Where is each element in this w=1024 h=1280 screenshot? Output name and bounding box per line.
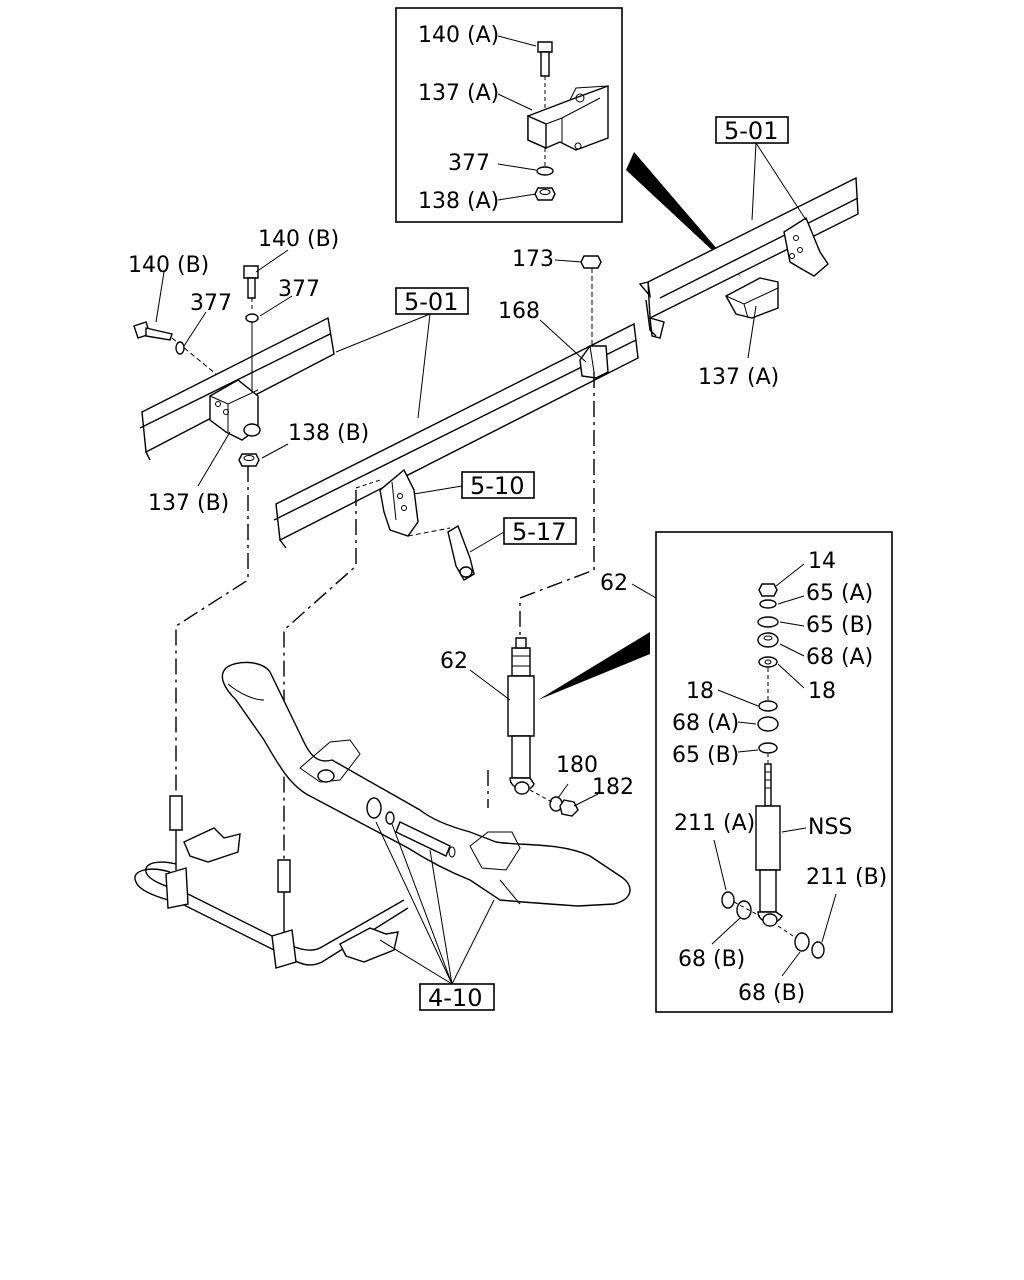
washer-65b-mid [758, 742, 778, 754]
callout-68b-right: 68 (B) [738, 981, 805, 1006]
bolt-140b-top [243, 265, 259, 312]
callout-18-right: 18 [808, 679, 836, 704]
washer-377-top [245, 313, 259, 323]
callout-137a-inset: 137 (A) [418, 81, 499, 106]
frame-rail-right [638, 176, 859, 339]
callout-18-left: 18 [686, 679, 714, 704]
bolt-140b-side [133, 321, 217, 375]
callout-nss: NSS [808, 815, 852, 840]
spring-hanger [379, 468, 419, 537]
washer-377-side [175, 341, 185, 355]
inset-bracket-detail: 140 (A) 137 (A) 377 138 (A) [395, 7, 623, 223]
shock-detail-box: 62 [600, 531, 893, 1013]
callout-68a-mid: 68 (A) [672, 711, 739, 736]
nut-138b [238, 453, 260, 467]
callout-140a-inset: 140 (A) [418, 23, 499, 48]
detail-pointer-wedge [538, 632, 650, 700]
callout-62-main: 62 [440, 649, 468, 674]
callout-168: 168 [498, 299, 540, 324]
washer-377-inset [536, 166, 554, 176]
nut-182 [559, 799, 579, 817]
ref-5-01-left: 5-01 [404, 288, 458, 316]
inset-pointer-wedge [626, 152, 742, 278]
callout-137a-right: 137 (A) [698, 365, 779, 390]
washer-211a [721, 891, 735, 909]
callout-62-box: 62 [600, 571, 628, 596]
callout-65b-top: 65 (B) [806, 613, 873, 638]
callout-65a: 65 (A) [806, 581, 873, 606]
callout-68b-left: 68 (B) [678, 947, 745, 972]
bushing-68b-right [794, 932, 810, 952]
bracket-137a-on-rail [725, 277, 779, 319]
ref-5-01-right: 5-01 [724, 117, 778, 145]
bracket-137a-inset [527, 84, 609, 151]
front-axle-beam [221, 661, 631, 907]
callout-65b-mid: 65 (B) [672, 743, 739, 768]
callout-68a-top: 68 (A) [806, 645, 873, 670]
callout-180: 180 [556, 753, 598, 778]
nut-14 [758, 583, 778, 597]
bushing-18-top [758, 656, 778, 668]
bushing-68a-mid [757, 716, 779, 732]
callout-14: 14 [808, 549, 836, 574]
washer-65b-top [757, 616, 779, 628]
callout-140b-mid: 140 (B) [258, 227, 339, 252]
callout-173: 173 [512, 247, 554, 272]
centerline-middle [283, 490, 357, 862]
ref-4-10: 4-10 [428, 984, 482, 1012]
callout-211a: 211 (A) [674, 811, 755, 836]
washer-211b [811, 941, 825, 959]
centerline-shock [519, 372, 595, 638]
ref-5-10: 5-10 [470, 472, 524, 500]
callout-377-mid: 377 [278, 277, 320, 302]
callout-377-left: 377 [190, 291, 232, 316]
shock-absorber-main [507, 637, 535, 795]
callout-211b: 211 (B) [806, 865, 887, 890]
frame-rail-middle [273, 322, 639, 549]
link-bushings [366, 797, 456, 858]
bushing-18-bottom [758, 700, 778, 712]
stabilizer-bar [134, 795, 409, 969]
frame-rail-left [139, 316, 335, 461]
callout-182: 182 [592, 775, 634, 800]
callout-140b-left: 140 (B) [128, 253, 209, 278]
nut-138a-inset [534, 187, 556, 201]
washer-65a [759, 599, 777, 609]
ref-5-17: 5-17 [512, 518, 566, 546]
callout-138b: 138 (B) [288, 421, 369, 446]
shock-absorber-nss [755, 805, 781, 871]
callout-137b: 137 (B) [148, 491, 229, 516]
callout-377-inset: 377 [448, 151, 490, 176]
nut-173 [580, 255, 602, 269]
centerline-left [175, 466, 249, 800]
callout-138a-inset: 138 (A) [418, 189, 499, 214]
bolt-140a [537, 41, 553, 112]
spring-shackle [407, 524, 475, 581]
